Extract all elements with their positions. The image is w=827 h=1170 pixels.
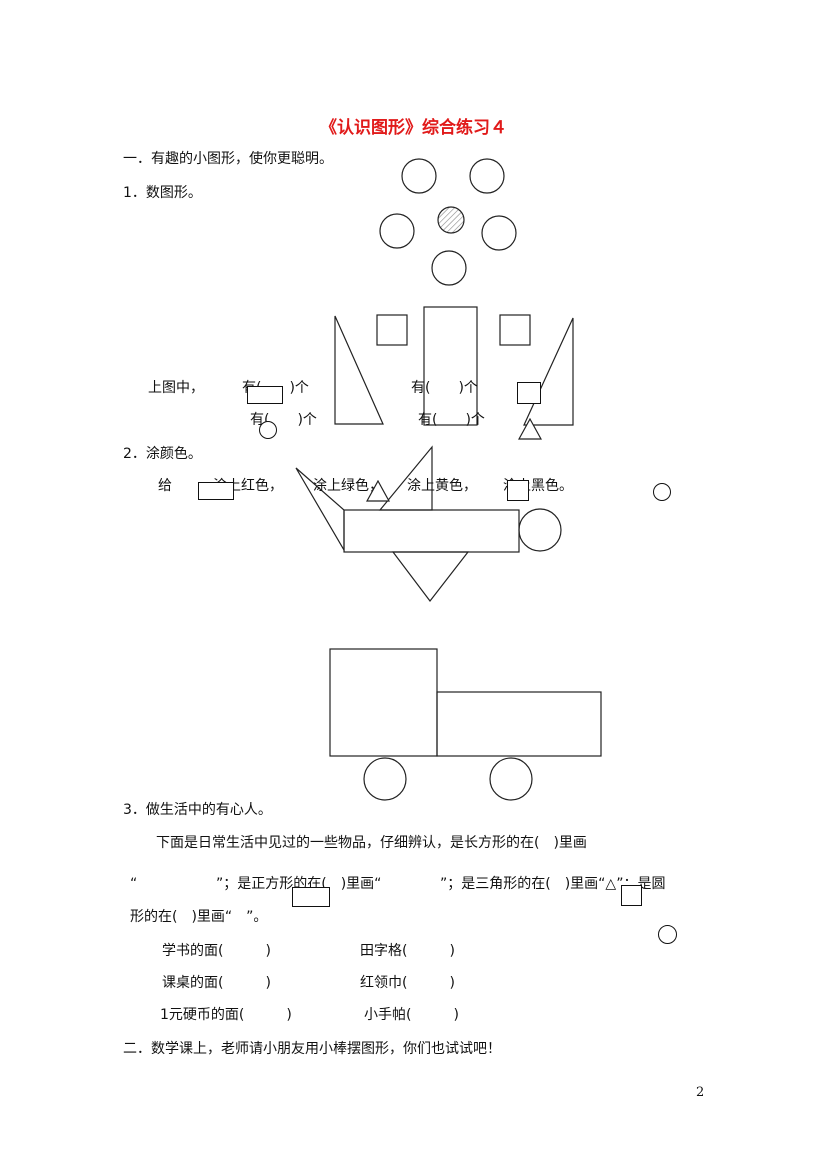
triangle-icon — [366, 480, 390, 502]
q2-give: 给 — [158, 478, 172, 494]
q3-item-desk: 课桌的面( ) — [162, 975, 271, 991]
page-number: 2 — [696, 1085, 705, 1100]
q1-row1-b: 有( )个 — [411, 380, 478, 396]
q1-row1-prefix: 上图中， — [148, 380, 204, 396]
circle-icon — [653, 483, 671, 501]
body-rectangle — [343, 509, 520, 553]
q3-item-coin: 1元硬币的面( ) — [160, 1007, 292, 1023]
q3-item-scarf: 红领巾( ) — [360, 975, 455, 991]
q2-yellow: 涂上黄色， — [407, 478, 477, 494]
truck-wheel-left — [363, 757, 407, 801]
right-small-square — [499, 314, 531, 346]
truck-wheel-right — [489, 757, 533, 801]
flower-circle-mid-left — [379, 213, 415, 249]
square-icon — [517, 382, 541, 404]
square-icon — [621, 885, 642, 906]
truck-cargo-rectangle — [436, 691, 602, 757]
rectangle-icon — [247, 386, 283, 404]
left-small-square — [376, 314, 408, 346]
tall-rectangle — [423, 306, 478, 426]
flower-center-circle — [437, 206, 465, 234]
triangle-icon — [518, 418, 542, 440]
flower-circle-top-left — [401, 158, 437, 194]
q3-item-grid: 田字格( ) — [360, 943, 455, 959]
truck-cab-square — [329, 648, 438, 757]
circle-icon — [259, 421, 277, 439]
circle-icon — [658, 925, 677, 944]
section1-heading: 一．有趣的小图形，使你更聪明。 — [123, 151, 333, 167]
q1-label: 1．数图形。 — [123, 185, 202, 201]
q3-item-handkerchief: 小手帕( ) — [364, 1007, 459, 1023]
page-title: 《认识图形》综合练习４ — [320, 118, 507, 138]
q2-green: 涂上绿色， — [313, 478, 383, 494]
flower-circle-top-right — [469, 158, 505, 194]
belly-triangle — [391, 551, 470, 602]
flower-circle-mid-right — [481, 215, 517, 251]
rectangle-icon — [292, 887, 330, 907]
q3-line3: 形的在( )里画“ ”。 — [130, 909, 268, 925]
q3-label: 3．做生活中的有心人。 — [123, 802, 272, 818]
square-icon — [507, 480, 529, 501]
q1-row2-b: 有( )个 — [418, 412, 485, 428]
head-circle — [518, 508, 562, 552]
flower-circle-bottom — [431, 250, 467, 286]
left-triangle — [334, 315, 384, 425]
q3-intro: 下面是日常生活中见过的一些物品，仔细辨认，是长方形的在( )里画 — [156, 835, 587, 851]
q3-line2-triangle: ”；是三角形的在( )里画“△”；是圆 — [440, 876, 666, 892]
q3-item-book: 学书的面( ) — [162, 943, 271, 959]
right-triangle — [523, 317, 574, 426]
rectangle-icon — [198, 482, 234, 500]
q3-line2-quote: “ — [130, 876, 138, 892]
q3-line2-square: ”；是正方形的在( )里画“ — [216, 876, 382, 892]
section2-heading: 二．数学课上，老师请小朋友用小棒摆图形，你们也试试吧！ — [123, 1041, 501, 1057]
q2-label: 2．涂颜色。 — [123, 446, 202, 462]
